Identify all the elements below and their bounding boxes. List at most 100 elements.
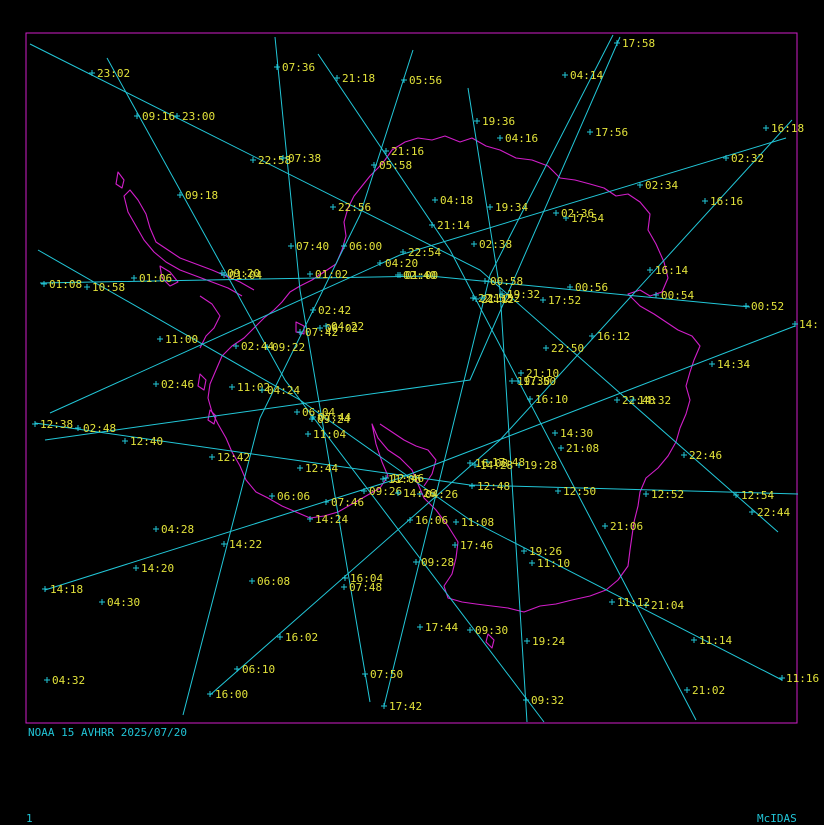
track-time-label: 16:00: [215, 688, 248, 701]
track-tick-mark: [233, 343, 239, 349]
track-tick-mark: [453, 519, 459, 525]
track-time-label: 09:18: [185, 189, 218, 202]
track-time-label: 14:18: [50, 583, 83, 596]
map-frame: [25, 32, 798, 724]
time-labels-layer: 23:0222:5822:5622:5422:5222:5022:4822:46…: [32, 37, 819, 713]
track-time-label: 16:08: [475, 457, 508, 470]
coastline-layer: [115, 135, 701, 649]
track-tick-mark: [749, 509, 755, 515]
track-time-label: 07:50: [370, 668, 403, 681]
track-time-label: 17:50: [523, 375, 556, 388]
track-tick-mark: [467, 460, 473, 466]
track-time-label: 06:00: [349, 240, 382, 253]
orbit-track-line: [37, 249, 783, 681]
track-tick-mark: [400, 249, 406, 255]
track-tick-mark: [297, 465, 303, 471]
orbit-track-line: [274, 36, 371, 703]
track-tick-mark: [515, 378, 521, 384]
track-time-label: 19:30: [517, 375, 550, 388]
antarctic-peninsula: [123, 189, 255, 297]
track-tick-mark: [122, 438, 128, 444]
track-time-label: 19:28: [524, 459, 557, 472]
track-time-label: 09:24: [317, 413, 350, 426]
track-tick-mark: [471, 241, 477, 247]
track-tick-mark: [250, 157, 256, 163]
track-time-label: 05:56: [409, 74, 442, 87]
track-time-label: 19:24: [532, 635, 565, 648]
track-time-label: 12:48: [477, 480, 510, 493]
track-time-label: 07:40: [296, 240, 329, 253]
track-time-label: 11:04: [313, 428, 346, 441]
track-tick-mark: [297, 329, 303, 335]
track-tick-mark: [733, 492, 739, 498]
track-tick-mark: [274, 64, 280, 70]
track-time-label: 00:56: [575, 281, 608, 294]
track-time-label: 16:18: [771, 122, 804, 135]
track-tick-mark: [310, 307, 316, 313]
track-tick-mark: [221, 272, 227, 278]
track-tick-mark: [323, 499, 329, 505]
track-tick-mark: [552, 430, 558, 436]
track-time-label: 04:30: [107, 596, 140, 609]
track-time-label: 21:16: [391, 145, 424, 158]
track-tick-mark: [518, 370, 524, 376]
track-tick-mark: [417, 491, 423, 497]
orbit-track-line: [467, 87, 528, 723]
track-time-label: 02:44: [241, 340, 274, 353]
track-time-label: 11:00: [165, 333, 198, 346]
track-time-label: 12:44: [305, 462, 338, 475]
track-tick-mark: [407, 517, 413, 523]
track-tick-mark: [524, 638, 530, 644]
track-time-label: 02:46: [161, 378, 194, 391]
track-time-label: 14:22: [229, 538, 262, 551]
track-time-label: 01:08: [49, 278, 82, 291]
track-time-label: 21:10: [526, 367, 559, 380]
track-time-label: 07:36: [282, 61, 315, 74]
track-time-label: 21:52: [487, 292, 520, 305]
track-tick-mark: [647, 267, 653, 273]
track-tick-mark: [207, 691, 213, 697]
track-time-label: 16:02: [285, 631, 318, 644]
track-tick-mark: [589, 333, 595, 339]
track-time-label: 16:14: [655, 264, 688, 277]
track-time-label: 14:32: [638, 394, 671, 407]
track-time-label: 17:48: [492, 456, 525, 469]
track-tick-mark: [691, 637, 697, 643]
track-time-label: 21:04: [651, 599, 684, 612]
track-tick-mark: [209, 454, 215, 460]
track-tick-mark: [380, 476, 386, 482]
track-time-label: 14:26: [403, 487, 436, 500]
track-time-label: 17:46: [460, 539, 493, 552]
track-tick-mark: [497, 135, 503, 141]
track-time-label: 11:10: [537, 557, 570, 570]
track-time-label: 22:50: [551, 342, 584, 355]
track-time-label: 22:56: [338, 201, 371, 214]
track-tick-mark: [469, 483, 475, 489]
track-tick-mark: [133, 565, 139, 571]
track-time-label: 07:38: [288, 152, 321, 165]
track-time-label: 12:38: [40, 418, 73, 431]
track-time-label: 14:20: [141, 562, 174, 575]
orbit-track-line: [49, 137, 787, 414]
track-tick-mark: [684, 687, 690, 693]
track-time-label: 17:58: [622, 37, 655, 50]
track-tick-mark: [32, 421, 38, 427]
track-tick-mark: [609, 599, 615, 605]
track-time-label: 05:58: [379, 159, 412, 172]
track-time-label: 17:44: [425, 621, 458, 634]
track-time-label: 19:26: [529, 545, 562, 558]
track-tick-mark: [383, 148, 389, 154]
track-time-label: 07:44: [318, 411, 351, 424]
track-tick-mark: [429, 222, 435, 228]
track-tick-mark: [558, 445, 564, 451]
track-time-label: 06:04: [302, 406, 335, 419]
track-tick-mark: [792, 321, 798, 327]
track-time-label: 06:10: [242, 663, 275, 676]
track-time-label: 00:58: [490, 275, 523, 288]
track-time-label: 21:02: [692, 684, 725, 697]
track-tick-mark: [294, 409, 300, 415]
track-tick-mark: [516, 462, 522, 468]
track-tick-mark: [310, 414, 316, 420]
frame-number: 1: [26, 812, 33, 825]
track-time-label: 00:52: [751, 300, 784, 313]
